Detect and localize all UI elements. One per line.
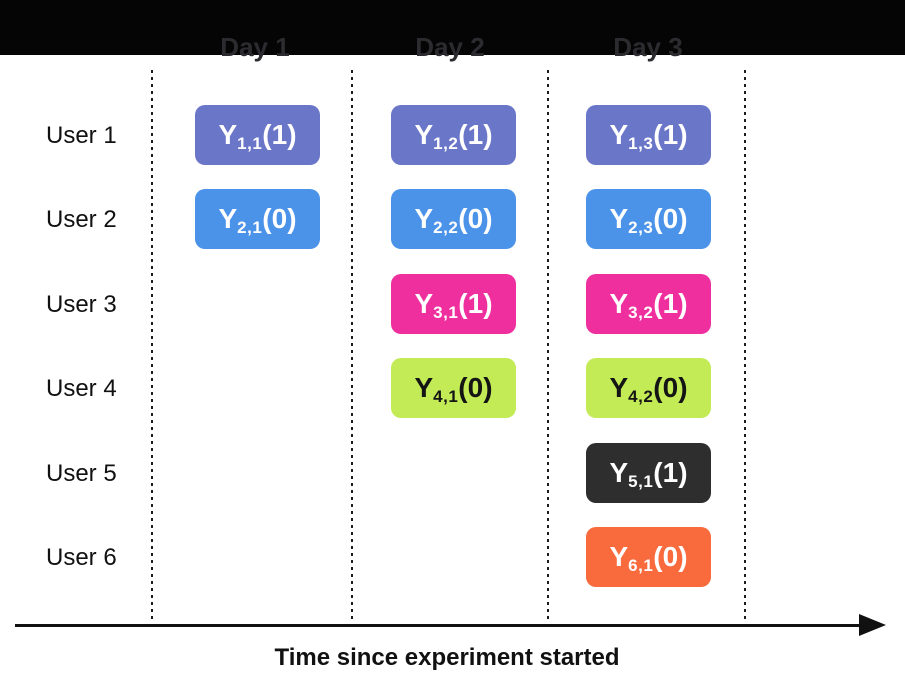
time-axis-label: Time since experiment started (274, 644, 620, 671)
observation-label: Y2,2(0) (414, 203, 493, 237)
day-boundary-line-3 (547, 70, 549, 622)
day-boundary-line-2 (351, 70, 353, 622)
day-label-2: Day 2 (415, 32, 485, 62)
day-label-1: Day 1 (220, 32, 290, 62)
user-label-6: User 6 (46, 544, 117, 571)
observation-label: Y6,1(0) (609, 541, 688, 575)
user-label-2: User 2 (46, 206, 117, 233)
observation-box-user2-day1: Y2,1(0) (195, 189, 320, 249)
observation-label: Y1,2(1) (414, 119, 493, 153)
observation-label: Y3,2(1) (609, 288, 688, 322)
observation-box-user1-day2: Y1,2(1) (391, 105, 516, 165)
day-label-3: Day 3 (613, 32, 683, 62)
observation-label: Y5,1(1) (609, 457, 688, 491)
day-boundary-line-1 (151, 70, 153, 622)
observation-box-user3-day3: Y3,2(1) (586, 274, 711, 334)
user-label-3: User 3 (46, 291, 117, 318)
observation-label: Y2,3(0) (609, 203, 688, 237)
observation-box-user4-day2: Y4,1(0) (391, 358, 516, 418)
observation-label: Y2,1(0) (218, 203, 297, 237)
observation-box-user3-day2: Y3,1(1) (391, 274, 516, 334)
observation-box-user4-day3: Y4,2(0) (586, 358, 711, 418)
day-boundary-line-4 (744, 70, 746, 622)
observation-label: Y4,1(0) (414, 372, 493, 406)
observation-box-user1-day3: Y1,3(1) (586, 105, 711, 165)
time-axis-line (15, 624, 863, 627)
user-label-5: User 5 (46, 460, 117, 487)
observation-box-user6-day3: Y6,1(0) (586, 527, 711, 587)
observation-label: Y3,1(1) (414, 288, 493, 322)
observation-label: Y1,1(1) (218, 119, 297, 153)
header-bar (0, 0, 905, 55)
time-axis-arrowhead-icon (859, 614, 886, 636)
observation-box-user2-day3: Y2,3(0) (586, 189, 711, 249)
user-label-4: User 4 (46, 375, 117, 402)
observation-box-user5-day3: Y5,1(1) (586, 443, 711, 503)
observation-label: Y4,2(0) (609, 372, 688, 406)
user-label-1: User 1 (46, 122, 117, 149)
observation-box-user1-day1: Y1,1(1) (195, 105, 320, 165)
observation-box-user2-day2: Y2,2(0) (391, 189, 516, 249)
observation-label: Y1,3(1) (609, 119, 688, 153)
